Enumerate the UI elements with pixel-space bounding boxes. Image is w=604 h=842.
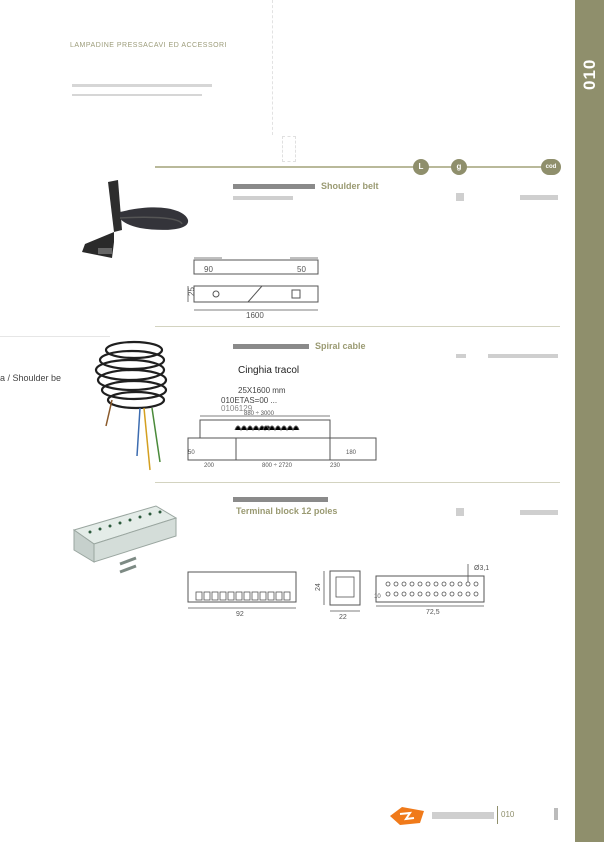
table-header-rule bbox=[155, 166, 560, 168]
terminal-title: Terminal block 12 poles bbox=[236, 506, 338, 516]
cable-weight-blur bbox=[456, 354, 466, 358]
terminal-block-image bbox=[72, 505, 178, 574]
footer-code: 010 bbox=[501, 810, 515, 819]
row-separator-2 bbox=[155, 482, 560, 483]
belt-dim-right: 50 bbox=[297, 265, 306, 274]
brand-logo-icon bbox=[390, 807, 424, 825]
header-subtitle-blur-2 bbox=[72, 94, 202, 96]
terminal-dim-height: 24 bbox=[315, 583, 322, 591]
ghost-side-label: a / Shoulder be bbox=[0, 373, 62, 383]
cable-dim-a: 50 bbox=[188, 450, 195, 456]
guide-marker bbox=[282, 136, 296, 162]
cable-dim-c: 800 ÷ 2720 bbox=[262, 463, 293, 469]
page-header-title: LAMPADINE PRESSACAVI ED ACCESSORI bbox=[70, 42, 228, 49]
terminal-title-blur bbox=[233, 497, 328, 502]
header-subtitle-blur bbox=[72, 84, 212, 87]
cable-dim-d: 230 bbox=[330, 463, 341, 469]
cable-title: Spiral cable bbox=[315, 341, 366, 351]
terminal-weight-blur bbox=[456, 508, 464, 516]
spiral-cable-image bbox=[94, 340, 168, 471]
belt-title-blur bbox=[233, 184, 315, 189]
belt-dim-height: 25 bbox=[187, 287, 196, 296]
terminal-dim-length: 72,5 bbox=[426, 609, 440, 616]
shoulder-belt-image bbox=[82, 180, 189, 258]
cable-dim-e: 180 bbox=[346, 450, 357, 456]
page-number-blur bbox=[554, 808, 558, 820]
cable-code-blur bbox=[488, 354, 558, 358]
terminal-dim-hole: Ø3,1 bbox=[474, 565, 489, 572]
row-separator-1 bbox=[155, 326, 560, 327]
ghost-code: 010ETAS=00 ... bbox=[221, 396, 278, 405]
terminal-dim-pitch: 10 bbox=[374, 594, 381, 600]
guide-line bbox=[272, 0, 273, 135]
section-code: 010 bbox=[580, 58, 599, 90]
terminal-side-drawing: 24 22 bbox=[315, 570, 361, 621]
weight-column-badge: g bbox=[451, 159, 467, 175]
belt-title: Shoulder belt bbox=[321, 181, 379, 191]
length-column-badge: L bbox=[413, 159, 429, 175]
terminal-top-drawing: Ø3,1 10 72,5 bbox=[374, 564, 489, 616]
terminal-dim-width: 92 bbox=[236, 611, 244, 618]
cable-dimension-drawing: 880 ÷ 3000 50 200 800 ÷ 2720 230 180 bbox=[187, 411, 377, 469]
cable-title-blur bbox=[233, 344, 309, 349]
ghost-rule bbox=[0, 336, 110, 337]
cable-dim-top: 880 ÷ 3000 bbox=[244, 411, 275, 417]
belt-subtitle-blur bbox=[233, 196, 293, 200]
belt-dimension-drawing: 90 50 25 1600 bbox=[187, 257, 319, 320]
footer-brand-blur bbox=[432, 812, 494, 819]
terminal-front-drawing: 92 bbox=[187, 571, 297, 618]
ghost-dimension: 25X1600 mm bbox=[238, 386, 286, 395]
cable-dim-b: 200 bbox=[204, 463, 215, 469]
belt-weight-blur bbox=[456, 193, 464, 201]
ghost-title: Cinghia tracol bbox=[238, 365, 300, 376]
ghost-code-2: 0106129 bbox=[221, 404, 253, 413]
terminal-code-blur bbox=[520, 510, 558, 515]
belt-code-blur bbox=[520, 195, 558, 200]
footer-divider bbox=[497, 806, 498, 824]
belt-dim-left: 90 bbox=[204, 265, 213, 274]
section-side-tab bbox=[575, 0, 604, 842]
code-column-badge: cod bbox=[541, 159, 561, 175]
belt-dim-length: 1600 bbox=[246, 311, 264, 320]
terminal-dim-depth: 22 bbox=[339, 614, 347, 621]
